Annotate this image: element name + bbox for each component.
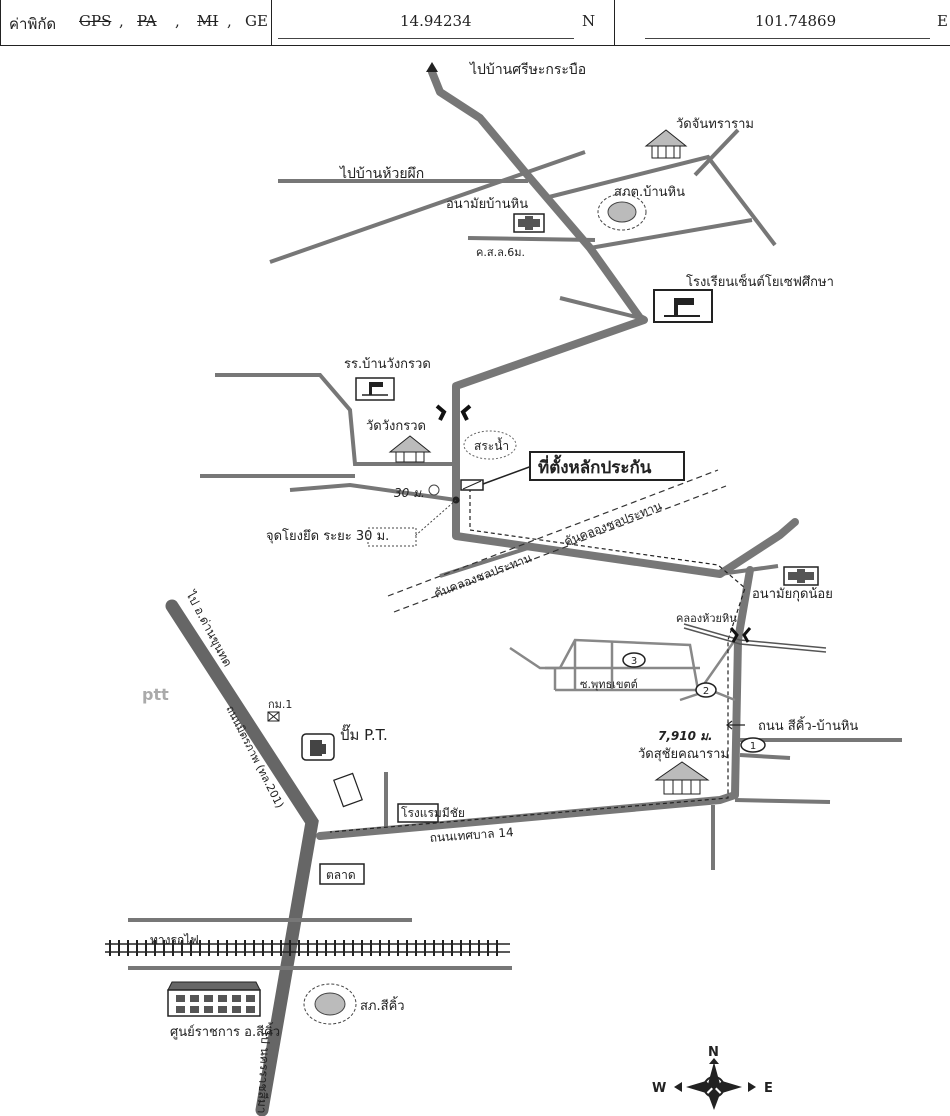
label-to-huai-phuek: ไปบ้านห้วยผึก [339, 165, 424, 182]
bridge-north [435, 404, 472, 421]
label-wat-suchai: วัดสุชัยคณาราม [638, 747, 729, 762]
temple-icon [644, 129, 688, 159]
bridge-khlong [729, 627, 752, 643]
longitude-cell: 101.74869 E [615, 0, 950, 46]
label-market: ตลาด [326, 868, 356, 882]
temple-icon [654, 761, 710, 795]
label-road-si-khio-bahn-hin: ถนน สีคิ้ว-บ้านหิน [758, 716, 858, 734]
label-km1: กม.1 [268, 698, 292, 711]
mitraphap-highway [165, 599, 319, 1116]
longitude-direction: E [937, 12, 948, 30]
label-pond: สระน้ำ [474, 437, 509, 453]
latitude-underline [278, 38, 574, 39]
label-wat-wang-kruat: วัดวังกรวด [366, 419, 426, 434]
marker-circle [622, 652, 766, 753]
police-seal-icon [303, 983, 357, 1025]
temple-icon [388, 435, 432, 463]
label-distance-7910: 7,910 ม. [658, 729, 713, 743]
government-building-icon [167, 981, 261, 1017]
label-health-bahn-hin: อนามัยบ้านหิน [446, 197, 528, 212]
railway-ties [109, 940, 498, 956]
label-collateral-site: ที่ตั้งหลักประกัน [538, 454, 652, 478]
label-wat-chan: วัดจันทราราม [676, 117, 754, 132]
latitude-cell: 14.94234 N [272, 0, 615, 46]
label-thetsaban-14: ถนนเทศบาล 14 [429, 825, 514, 845]
school-icon [653, 289, 713, 323]
collateral-site-marker [460, 451, 685, 491]
irrigation-canal [387, 469, 727, 613]
label-school-wang-kruat: รร.บ้านวังกรวด [344, 357, 431, 372]
label-pump-pt: ปั๊ม P.T. [340, 724, 388, 744]
label-concrete-road: ค.ส.ล.6ม. [476, 246, 525, 259]
distance-arrow [726, 720, 745, 730]
sign-box [319, 772, 439, 885]
north-exit-arrow [426, 62, 438, 72]
coordinate-bar: ค่าพิกัด GPS , PA , MI , GE 14.94234 N 1… [0, 0, 950, 46]
health-center-icon [783, 566, 819, 586]
health-center-icon [513, 213, 545, 233]
label-distance-30: 30 ม. [394, 486, 425, 500]
label-health-kut-noi: อนามัยกุดน้อย [752, 587, 833, 602]
fuel-pump-icon [301, 733, 335, 761]
route-dashed [329, 488, 746, 833]
longitude-underline [645, 38, 930, 39]
label-to-si-kra-bue: ไปบ้านศรีษะกระบือ [469, 61, 586, 78]
secondary-roads [128, 128, 902, 970]
label-hotel-mee-chai: โรงแรมมีชัย [401, 806, 465, 820]
label-tie-point: จุดโยงยึด ระยะ 30 ม. [266, 528, 389, 544]
label-khlong-huai-hin: คลองห้วยหิน [676, 612, 737, 625]
compass-n: N [708, 1045, 719, 1060]
compass-w: W [652, 1081, 666, 1096]
label-police-si-khio: สภ.สีคิ้ว [360, 996, 405, 1014]
label-school-st-joseph: โรงเรียนเซ็นต์โยเซฟศึกษา [686, 272, 834, 290]
marker-number-2: 2 [703, 686, 709, 697]
coord-label: ค่าพิกัด [9, 15, 57, 33]
coordinate-systems-cell: ค่าพิกัด GPS , PA , MI , GE [0, 0, 272, 46]
compass-e: E [764, 1081, 773, 1096]
tie-point-marker [367, 484, 460, 547]
pond-icon [463, 430, 517, 460]
label-police-bahn-hin: สภต.บ้านหิน [614, 185, 685, 200]
ptt-logo: ptt [142, 685, 169, 704]
main-road [316, 68, 799, 840]
separator: , [119, 12, 124, 30]
longitude-value: 101.74869 [755, 12, 837, 30]
system-pa: PA [137, 12, 157, 30]
marker-number-3: 3 [631, 656, 637, 667]
label-govt-center: ศูนย์ราชการ อ.สีคิ้ว [170, 1022, 280, 1040]
system-gps: GPS [79, 12, 112, 30]
km-post-icon [267, 711, 280, 722]
latitude-direction: N [582, 12, 596, 30]
label-railway: ทางรถไฟ [150, 933, 199, 947]
system-ge: GE [245, 12, 268, 30]
khlong-huai-hin [683, 623, 827, 653]
separator: , [227, 12, 232, 30]
separator: , [175, 12, 180, 30]
police-seal-icon [597, 193, 647, 231]
school-icon [355, 377, 395, 401]
marker-number-1: 1 [750, 741, 756, 752]
compass-rose-icon [674, 1058, 756, 1110]
system-mi: MI [197, 12, 219, 30]
label-to-nakhon-ratchasima: ไป นครราชสีมา [255, 1029, 273, 1114]
label-soi-phuttha: ซ.พุทธเขตต์ [580, 678, 638, 691]
latitude-value: 14.94234 [400, 12, 472, 30]
